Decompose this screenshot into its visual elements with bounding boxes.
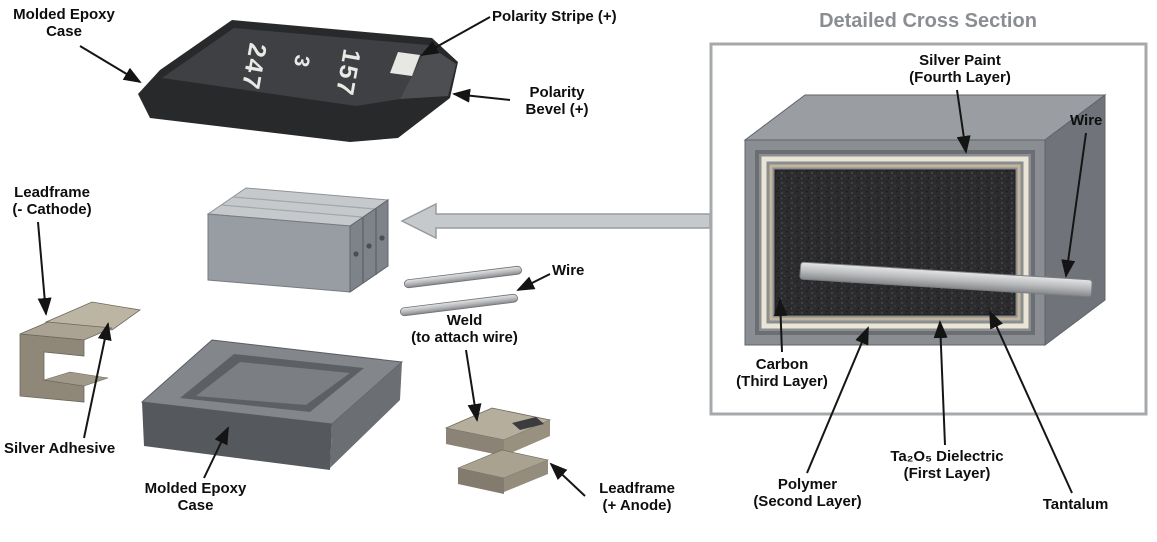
molded-epoxy-case-top-shape: 247 3 157	[138, 20, 458, 142]
case-marking-2: 3	[289, 53, 314, 70]
carbon-layer	[755, 150, 1035, 335]
label-ta2o5-dielectric: Ta₂O₅ Dielectric (First Layer)	[890, 448, 1004, 483]
leader-polymer	[806, 326, 869, 474]
leader-polarity-bevel	[452, 88, 511, 103]
cross-section-block-shape	[743, 94, 1107, 346]
cross-section-title: Detailed Cross Section	[819, 10, 1037, 32]
leader-polarity-stripe	[420, 16, 491, 56]
anode-wire-shape	[799, 261, 1093, 298]
leader-carbon	[773, 298, 788, 353]
label-silver-paint: Silver Paint (Fourth Layer)	[909, 52, 1011, 87]
wire-rods-shape	[400, 265, 522, 317]
label-polarity-stripe: Polarity Stripe (+)	[492, 8, 617, 25]
anode-leadframe-shape	[444, 407, 552, 494]
leader-silver-adhesive	[83, 322, 112, 439]
molded-epoxy-case-bottom-shape	[140, 339, 404, 470]
leader-molded-epoxy-case-top	[79, 45, 142, 84]
leader-leadframe-cathode	[37, 221, 52, 316]
label-tantalum: Tantalum	[1042, 496, 1109, 513]
polymer-layer	[761, 156, 1029, 329]
capacitor-element-stack-shape	[206, 187, 390, 293]
label-molded-epoxy-case-bottom: Molded Epoxy Case	[144, 480, 247, 515]
silver-paint-top-face	[743, 94, 1107, 141]
label-weld: Weld (to attach wire)	[411, 312, 518, 347]
anode-slot-shape	[512, 417, 544, 430]
tantalum-core	[774, 169, 1016, 316]
polarity-stripe-shape	[390, 52, 420, 76]
cathode-leadframe-shape	[19, 301, 142, 403]
leader-molded-epoxy-case-bottom	[203, 426, 229, 479]
dielectric-layer	[769, 164, 1021, 321]
leader-tantalum	[989, 310, 1073, 494]
label-polymer: Polymer (Second Layer)	[753, 476, 862, 511]
leader-wire-left	[516, 273, 551, 291]
leader-leadframe-anode	[549, 462, 586, 497]
polarity-bevel-shape	[400, 45, 456, 99]
leader-wire-right	[1061, 132, 1087, 278]
label-leadframe-cathode: Leadframe (- Cathode)	[12, 184, 92, 219]
label-wire-right: Wire	[1070, 112, 1103, 129]
cross-section-pointer-arrow	[400, 202, 711, 240]
label-silver-adhesive: Silver Adhesive	[4, 440, 116, 457]
label-molded-epoxy-case-top: Molded Epoxy Case	[13, 6, 115, 41]
leader-silver-paint	[956, 89, 971, 154]
leader-weld	[465, 349, 482, 422]
label-wire-left: Wire	[552, 262, 585, 279]
label-leadframe-anode: Leadframe (+ Anode)	[599, 480, 675, 515]
label-carbon: Carbon (Third Layer)	[736, 356, 828, 391]
label-polarity-bevel: Polarity Bevel (+)	[525, 84, 589, 119]
leader-ta2o5	[933, 320, 948, 446]
